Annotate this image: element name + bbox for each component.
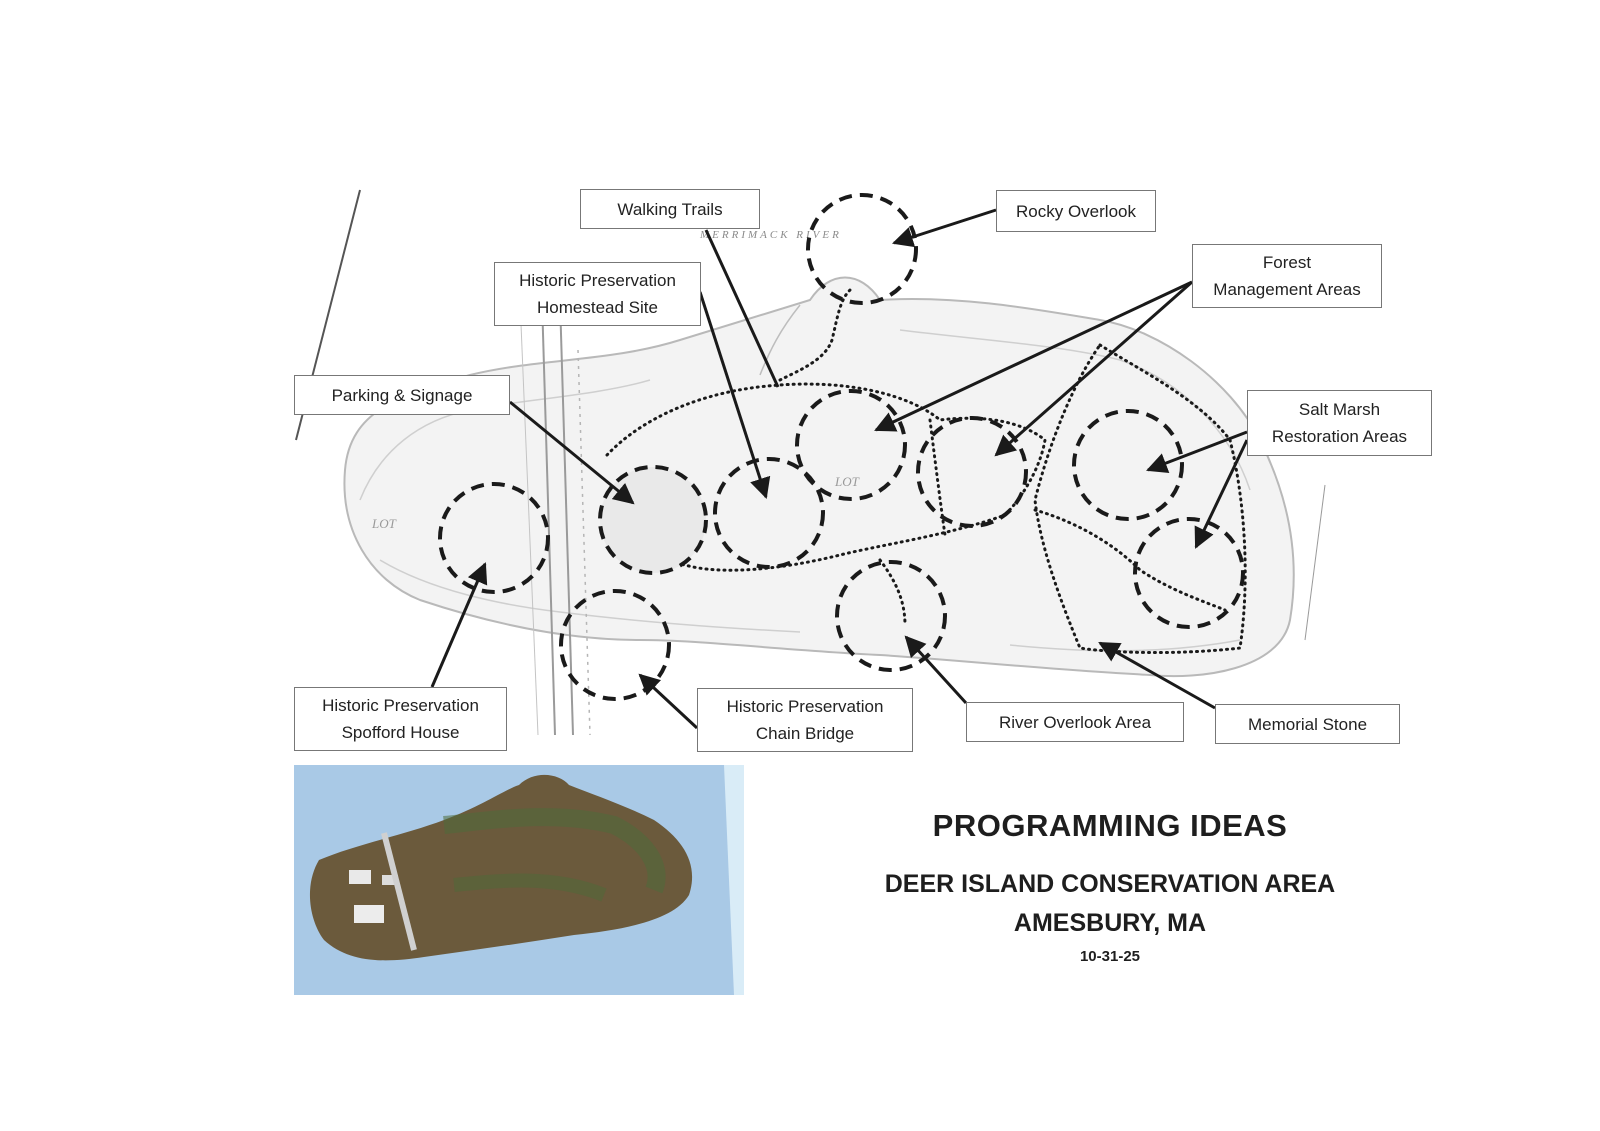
chain-bridge-area [559, 589, 671, 701]
arrow-forest-west [874, 280, 1193, 432]
forest-area-east [916, 416, 1028, 528]
leader-arrows [430, 208, 1249, 730]
lot-map-label: LOT [834, 474, 860, 489]
walking-trails [605, 288, 1247, 655]
arrow-salt-marsh-south [1194, 439, 1249, 549]
forest-area-west [795, 389, 907, 501]
label-salt-marsh: Salt Marsh Restoration Areas [1247, 390, 1432, 456]
arrow-chain-bridge [638, 673, 699, 730]
label-river-overlook: River Overlook Area [966, 702, 1184, 742]
label-homestead-site: Historic Preservation Homestead Site [494, 262, 701, 326]
trail-main-loop [605, 382, 1047, 572]
river-map-label: MERRIMACK RIVER [699, 229, 842, 241]
river-overlook-area [835, 560, 947, 672]
arrow-rocky-overlook [892, 208, 997, 248]
label-memorial-stone: Memorial Stone [1215, 704, 1400, 744]
salt-marsh-area-south [1133, 517, 1245, 629]
trail-connector [1033, 508, 1227, 612]
arrow-spofford [430, 562, 488, 688]
label-spofford-house: Historic Preservation Spofford House [294, 687, 507, 751]
arrow-homestead [698, 291, 771, 499]
label-forest-management: Forest Management Areas [1192, 244, 1382, 308]
parking-area [598, 465, 708, 575]
spofford-house-area [438, 482, 550, 594]
aerial-photo-inset [294, 765, 744, 995]
arrow-memorial [1098, 641, 1216, 710]
arrow-river-overlook [904, 635, 968, 705]
label-walking-trails: Walking Trails [580, 189, 760, 229]
trail-spur [928, 418, 947, 537]
title-block: PROGRAMMING IDEAS DEER ISLAND CONSERVATI… [820, 808, 1400, 965]
plan-date: 10-31-25 [1079, 948, 1141, 965]
trail-east-loop [1033, 342, 1247, 655]
arrow-parking [509, 400, 635, 505]
trail-spur [878, 558, 907, 627]
label-rocky-overlook: Rocky Overlook [996, 190, 1156, 232]
island-outline [343, 276, 1295, 678]
homestead-site-area [713, 457, 825, 569]
trail-to-rocky-overlook [778, 288, 852, 382]
town-name: AMESBURY, MA [1013, 909, 1207, 937]
arrow-forest-east [994, 280, 1193, 457]
salt-marsh-area-north [1072, 409, 1184, 521]
arrow-salt-marsh-north [1146, 430, 1248, 474]
area-name: DEER ISLAND CONSERVATION AREA [884, 870, 1336, 898]
page-title: PROGRAMMING IDEAS [932, 808, 1288, 843]
lot-map-label: LOT [371, 516, 397, 531]
rocky-overlook-area [806, 193, 918, 305]
label-chain-bridge: Historic Preservation Chain Bridge [697, 688, 913, 752]
label-parking-signage: Parking & Signage [294, 375, 510, 415]
arrow-walking-trails [704, 229, 780, 388]
